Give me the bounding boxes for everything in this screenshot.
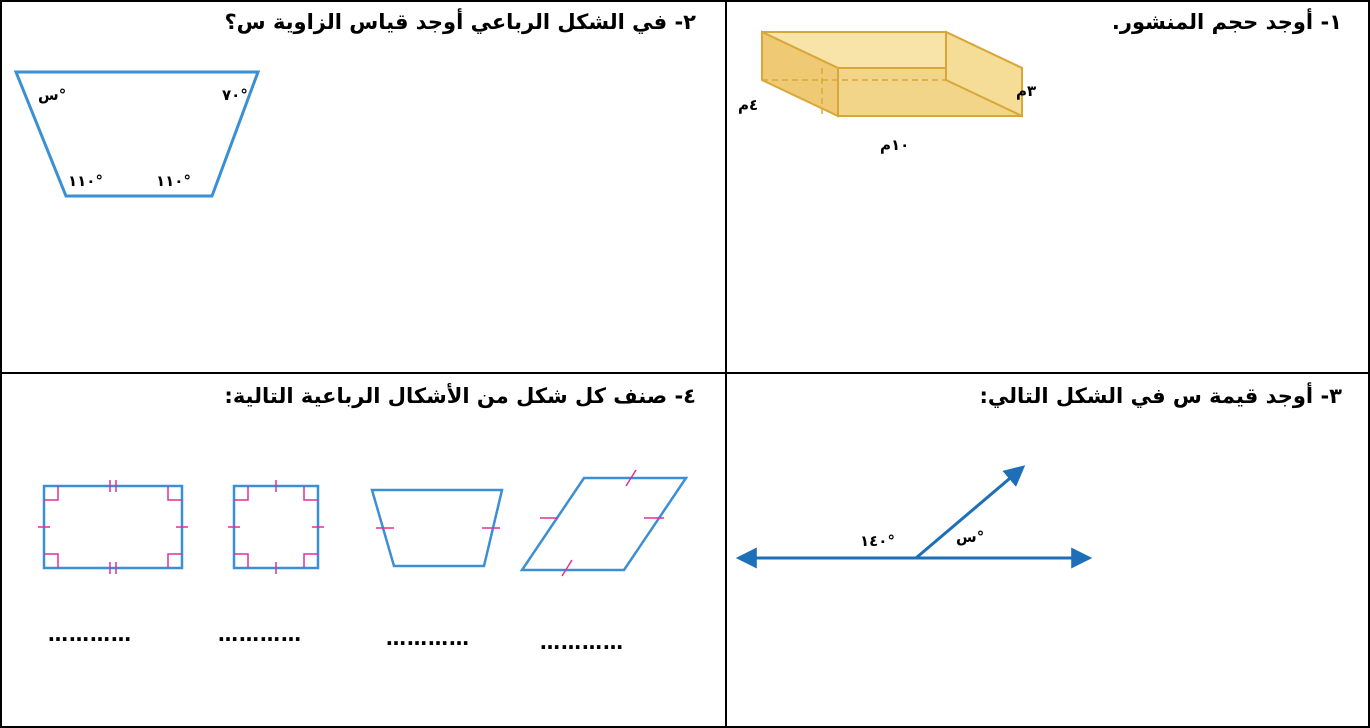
question-1-title: ١- أوجد حجم المنشور. xyxy=(1111,10,1342,34)
angle-bottom-left: ١١٠° xyxy=(68,172,103,190)
border-right xyxy=(1368,0,1370,728)
border-bottom xyxy=(0,726,1370,728)
angle-rays-figure: ١٤٠° س° xyxy=(735,465,1093,569)
angle-known-label: ١٤٠° xyxy=(860,532,895,550)
prism-figure: ٣م ٤م ١٠م xyxy=(738,30,1036,154)
trapezoid-figure: س° ٧٠° ١١٠° ١١٠° xyxy=(13,70,261,198)
angle-top-left: س° xyxy=(38,86,66,104)
answer-blank-2[interactable]: ………… xyxy=(218,622,302,646)
trapezoid-classify-figure xyxy=(370,488,504,568)
angle-top-right: ٧٠° xyxy=(222,86,248,104)
rectangle-figure xyxy=(38,480,188,574)
angle-unknown-label: س° xyxy=(956,528,984,546)
divider-horizontal xyxy=(0,372,1370,374)
prism-depth-label: ٤م xyxy=(738,96,758,114)
border-left xyxy=(0,0,2,728)
question-4-title: ٤- صنف كل شكل من الأشكال الرباعية التالي… xyxy=(224,384,696,408)
answer-blank-3[interactable]: ………… xyxy=(386,626,470,650)
angle-bottom-right: ١١٠° xyxy=(156,172,191,190)
divider-vertical xyxy=(725,0,727,728)
question-3-title: ٣- أوجد قيمة س في الشكل التالي: xyxy=(979,384,1342,408)
answer-blank-4[interactable]: ………… xyxy=(540,630,624,654)
answer-blank-1[interactable]: ………… xyxy=(48,622,132,646)
square-figure xyxy=(228,480,324,574)
parallelogram-figure xyxy=(519,469,689,577)
prism-length-label: ١٠م xyxy=(880,136,909,154)
prism-height-label: ٣م xyxy=(1016,82,1036,100)
border-top xyxy=(0,0,1370,2)
question-2-title: ٢- في الشكل الرباعي أوجد قياس الزاوية س؟ xyxy=(224,10,696,34)
